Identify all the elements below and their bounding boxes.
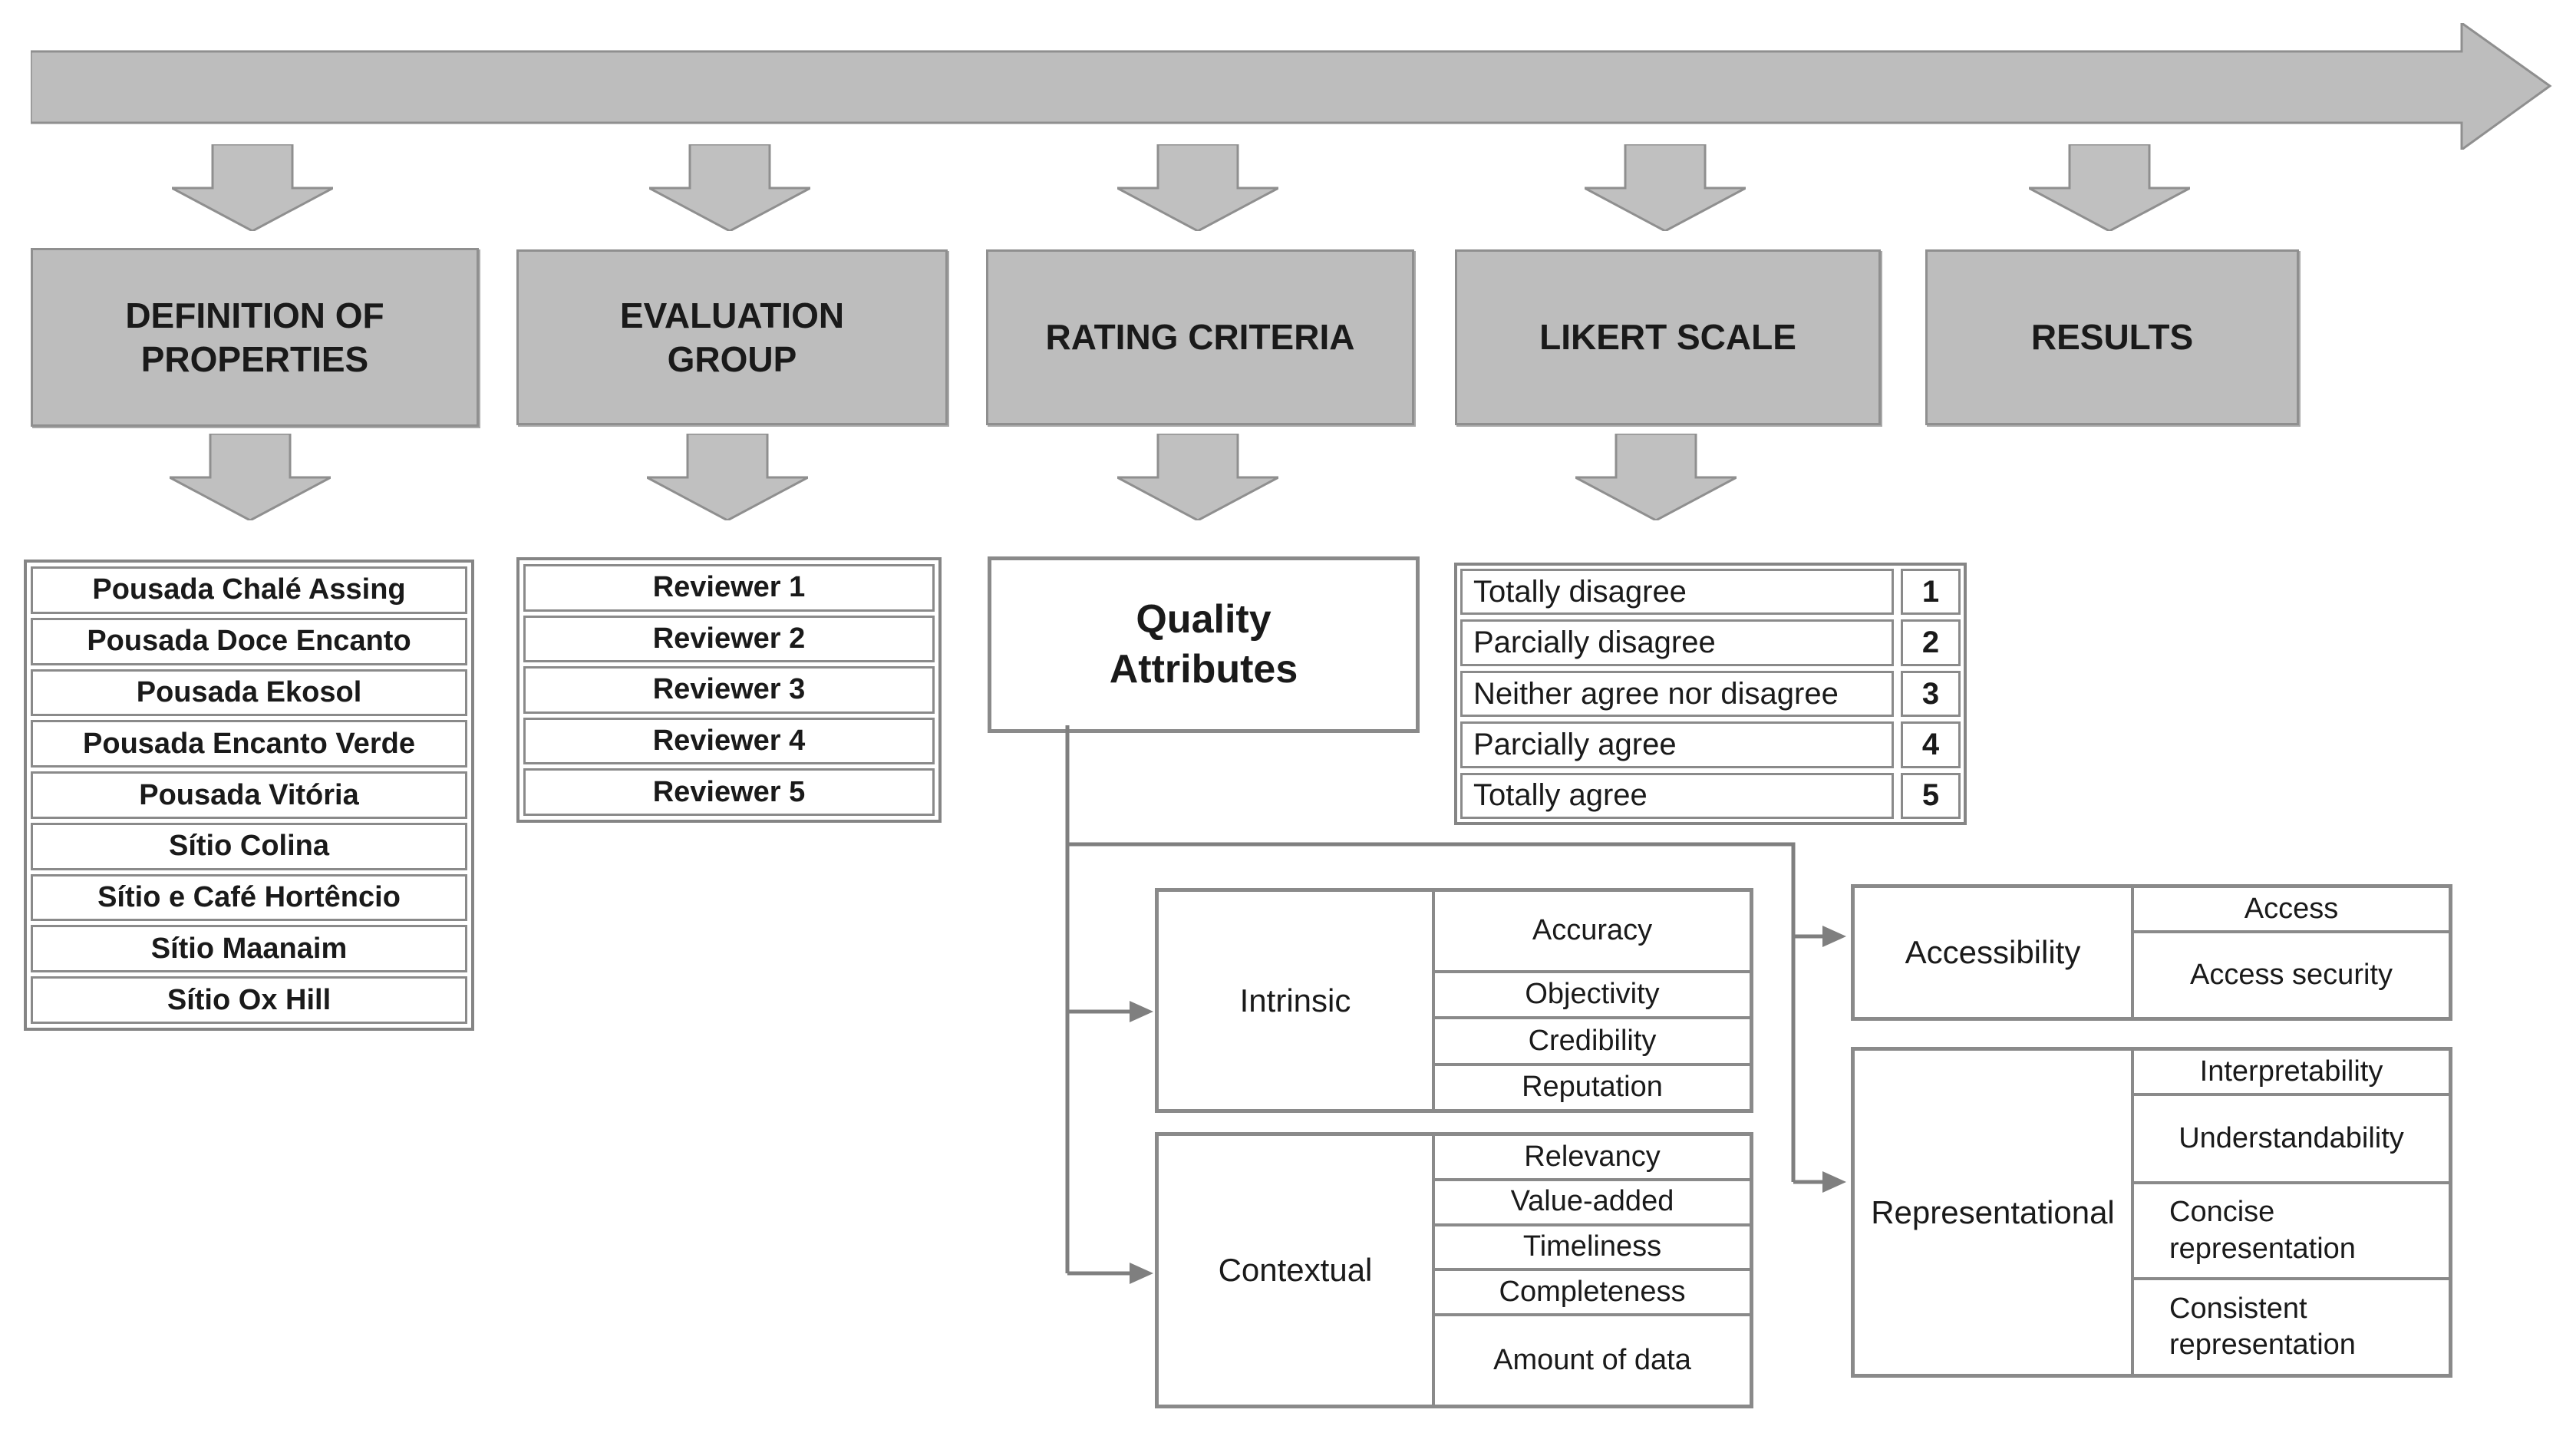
likert-value: 4 xyxy=(1901,721,1961,768)
likert-row: Parcially agree 4 xyxy=(1460,721,1961,768)
attribute-item: Objectivity xyxy=(1435,972,1750,1020)
down-arrow-icon xyxy=(170,434,331,520)
reviewer-item: Reviewer 1 xyxy=(523,564,935,612)
property-item: Sítio Colina xyxy=(31,822,467,870)
stage-box-definition-of-properties: DEFINITION OF PROPERTIES xyxy=(31,248,479,427)
likert-value: 5 xyxy=(1901,772,1961,820)
stage-label: RATING CRITERIA xyxy=(1045,317,1355,358)
category-label: Representational xyxy=(1855,1051,2134,1374)
stage-box-rating-criteria: RATING CRITERIA xyxy=(986,249,1414,425)
property-item: Pousada Doce Encanto xyxy=(31,617,467,665)
category-box-contextual: Contextual Relevancy Value-added Timelin… xyxy=(1155,1132,1753,1408)
category-box-accessibility: Accessibility Access Access security xyxy=(1851,884,2452,1021)
attribute-item: Concise representation xyxy=(2134,1184,2449,1281)
property-item: Sítio e Café Hortêncio xyxy=(31,873,467,922)
likert-value: 1 xyxy=(1901,569,1961,616)
category-box-representational: Representational Interpretability Unders… xyxy=(1851,1047,2452,1378)
likert-value: 3 xyxy=(1901,670,1961,718)
stage-label: EVALUATION GROUP xyxy=(619,295,845,379)
likert-label: Neither agree nor disagree xyxy=(1460,670,1894,718)
stage-label: LIKERT SCALE xyxy=(1539,317,1796,358)
property-item: Sítio Maanaim xyxy=(31,925,467,973)
reviewer-item: Reviewer 4 xyxy=(523,717,935,765)
stage-label: RESULTS xyxy=(2030,317,2194,358)
attribute-item: Access security xyxy=(2134,933,2449,1017)
attribute-item: Consistent representation xyxy=(2134,1280,2449,1374)
attribute-item: Timeliness xyxy=(1435,1226,1750,1272)
properties-list: Pousada Chalé Assing Pousada Doce Encant… xyxy=(24,560,474,1031)
attribute-item: Interpretability xyxy=(2134,1051,2449,1097)
likert-row: Neither agree nor disagree 3 xyxy=(1460,670,1961,718)
quality-attributes-box: Quality Attributes xyxy=(988,556,1420,733)
category-attributes: Interpretability Understandability Conci… xyxy=(2134,1051,2449,1374)
down-arrow-icon xyxy=(1117,144,1278,231)
attribute-item: Accuracy xyxy=(1435,892,1750,973)
category-attributes: Accuracy Objectivity Credibility Reputat… xyxy=(1435,892,1750,1109)
process-banner-arrow-icon xyxy=(31,23,2552,150)
reviewer-item: Reviewer 5 xyxy=(523,768,935,816)
property-item: Pousada Chalé Assing xyxy=(31,566,467,614)
stage-box-evaluation-group: EVALUATION GROUP xyxy=(516,249,948,425)
likert-row: Parcially disagree 2 xyxy=(1460,619,1961,666)
down-arrow-icon xyxy=(649,144,810,231)
category-attributes: Access Access security xyxy=(2134,888,2449,1017)
likert-value: 2 xyxy=(1901,619,1961,666)
likert-label: Totally disagree xyxy=(1460,569,1894,616)
likert-row: Totally disagree 1 xyxy=(1460,569,1961,616)
down-arrow-icon xyxy=(1585,144,1746,231)
stage-box-likert-scale: LIKERT SCALE xyxy=(1455,249,1881,425)
quality-attributes-title: Quality Attributes xyxy=(1109,597,1298,692)
property-item: Pousada Vitória xyxy=(31,771,467,819)
stage-label: DEFINITION OF PROPERTIES xyxy=(125,295,384,379)
reviewer-item: Reviewer 3 xyxy=(523,666,935,714)
likert-label: Parcially disagree xyxy=(1460,619,1894,666)
attribute-item: Access xyxy=(2134,888,2449,933)
likert-label: Totally agree xyxy=(1460,772,1894,820)
down-arrow-icon xyxy=(2029,144,2190,231)
property-item: Sítio Ox Hill xyxy=(31,976,467,1025)
attribute-item: Credibility xyxy=(1435,1019,1750,1066)
reviewer-item: Reviewer 2 xyxy=(523,615,935,663)
property-item: Pousada Encanto Verde xyxy=(31,720,467,768)
down-arrow-icon xyxy=(647,434,808,520)
stage-box-results: RESULTS xyxy=(1925,249,2299,425)
attribute-item: Completeness xyxy=(1435,1271,1750,1316)
category-attributes: Relevancy Value-added Timeliness Complet… xyxy=(1435,1136,1750,1405)
likert-scale-table: Totally disagree 1 Parcially disagree 2 … xyxy=(1454,563,1967,825)
attribute-item: Value-added xyxy=(1435,1180,1750,1226)
attribute-item: Amount of data xyxy=(1435,1316,1750,1405)
down-arrow-icon xyxy=(172,144,333,231)
category-label: Contextual xyxy=(1159,1136,1435,1405)
likert-row: Totally agree 5 xyxy=(1460,772,1961,820)
attribute-item: Relevancy xyxy=(1435,1136,1750,1181)
reviewers-list: Reviewer 1 Reviewer 2 Reviewer 3 Reviewe… xyxy=(516,557,942,823)
likert-label: Parcially agree xyxy=(1460,721,1894,768)
down-arrow-icon xyxy=(1575,434,1737,520)
attribute-item: Reputation xyxy=(1435,1065,1750,1109)
category-label: Accessibility xyxy=(1855,888,2134,1017)
category-box-intrinsic: Intrinsic Accuracy Objectivity Credibili… xyxy=(1155,888,1753,1113)
down-arrow-icon xyxy=(1117,434,1278,520)
category-label: Intrinsic xyxy=(1159,892,1435,1109)
property-item: Pousada Ekosol xyxy=(31,669,467,717)
attribute-item: Understandability xyxy=(2134,1096,2449,1184)
